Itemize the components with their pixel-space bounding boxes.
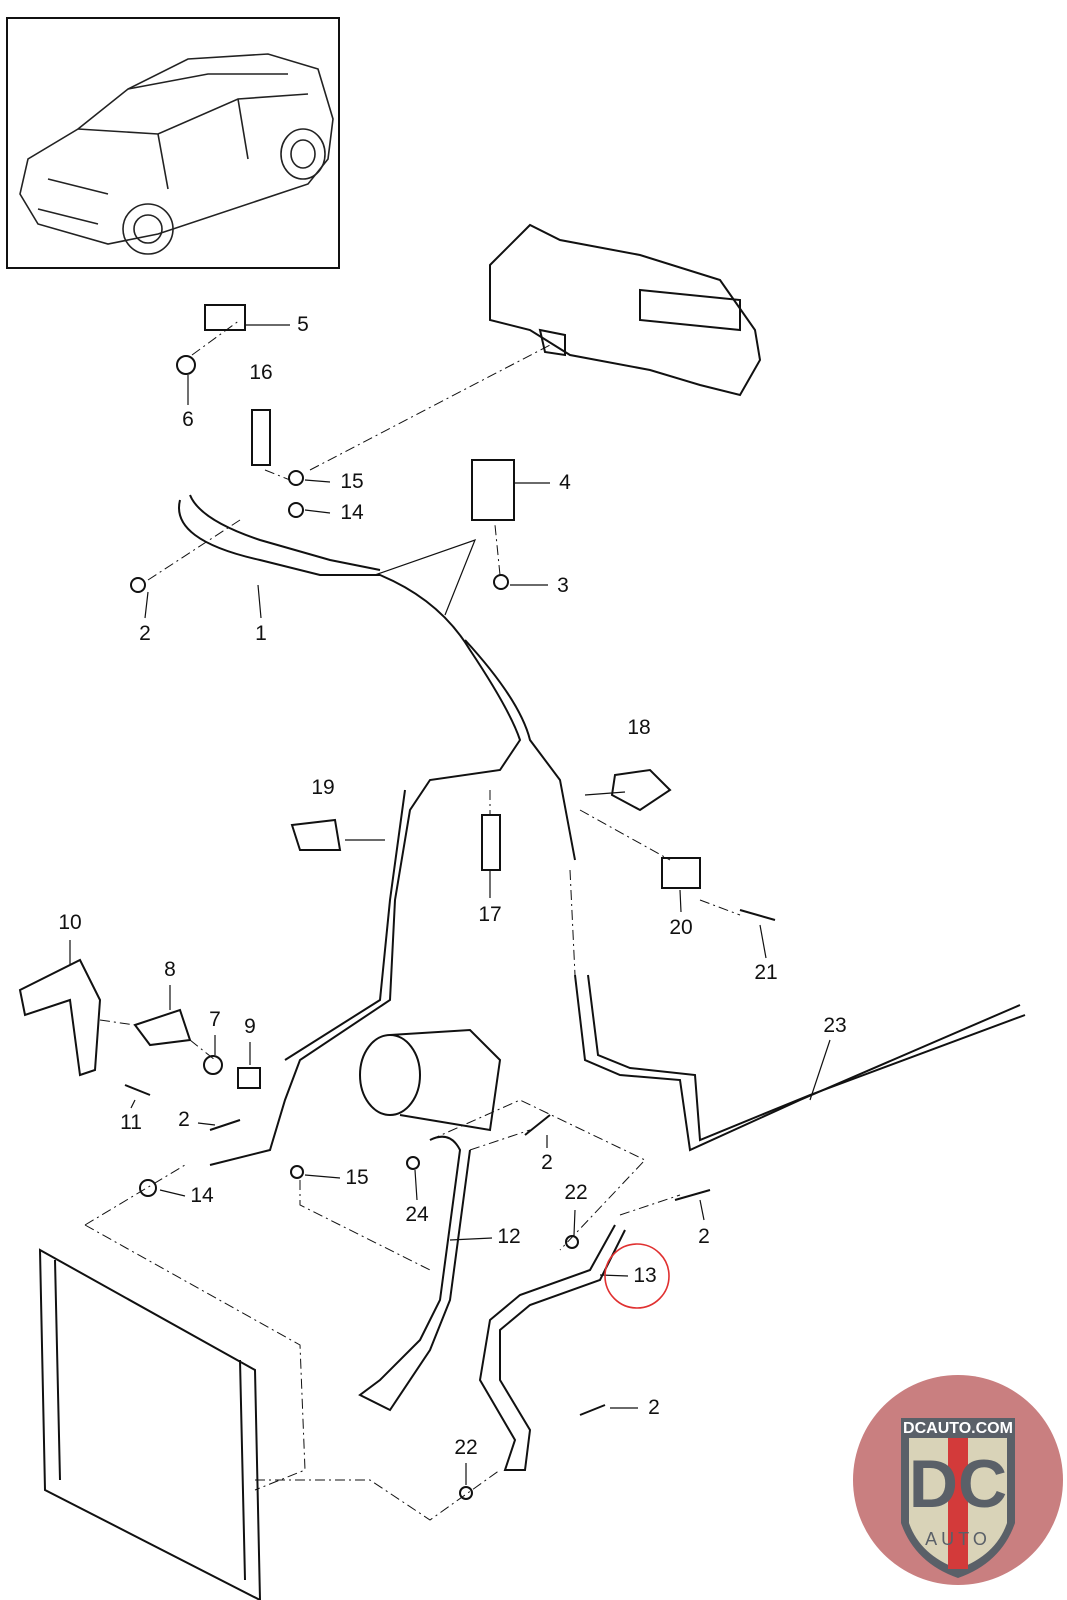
vehicle-inset	[6, 17, 340, 269]
svg-text:AUTO: AUTO	[925, 1529, 991, 1549]
compressor	[359, 1034, 421, 1116]
callout-label: 2	[648, 1396, 660, 1419]
vehicle-illustration	[19, 53, 334, 255]
svg-text:DC: DC	[909, 1446, 1007, 1522]
callout-label: 22	[454, 1436, 478, 1459]
callout-label: 18	[627, 716, 651, 739]
callout-label: 9	[244, 1015, 256, 1038]
callout-label: 23	[823, 1014, 847, 1037]
bracket-4	[471, 459, 515, 521]
hose-23	[574, 974, 1021, 1152]
callout-label: 22	[564, 1181, 588, 1204]
hose-1	[178, 499, 522, 1166]
clip-18	[610, 768, 672, 812]
clip-19	[290, 818, 342, 851]
callout-label: 14	[340, 501, 364, 524]
callout-label: 7	[209, 1008, 221, 1031]
bracket-8	[133, 1008, 192, 1047]
callout-label: 10	[58, 911, 82, 934]
callout-label: 8	[164, 958, 176, 981]
callout-label: 14	[190, 1184, 214, 1207]
hose-13	[478, 1224, 626, 1471]
callout-label: 2	[541, 1151, 553, 1174]
callout-label: 15	[340, 470, 364, 493]
callout-label: 15	[345, 1166, 369, 1189]
condenser	[38, 1248, 262, 1600]
bolt-21	[739, 909, 776, 921]
callout-label: 4	[559, 471, 571, 494]
callout-label: 1	[255, 622, 267, 645]
callout-label: 2	[698, 1225, 710, 1248]
callout-label: 3	[557, 574, 569, 597]
hose-12	[358, 1135, 471, 1412]
callout-label: 19	[311, 776, 335, 799]
svg-text:DCAUTO.COM: DCAUTO.COM	[903, 1420, 1013, 1437]
callout-label: 2	[178, 1108, 190, 1131]
bracket-17	[481, 814, 501, 871]
callout-label: 21	[754, 961, 778, 984]
callout-label: 13	[633, 1264, 657, 1287]
callout-label: 17	[478, 903, 502, 926]
pressure-switch-16	[251, 409, 271, 466]
callout-label: 6	[182, 408, 194, 431]
callout-label: 20	[669, 916, 693, 939]
callout-label: 16	[249, 361, 273, 384]
evaporator-housing	[489, 223, 762, 397]
callout-label: 11	[120, 1111, 142, 1134]
highlight-circle-13	[604, 1243, 670, 1309]
dcauto-logo: DCAUTO.COM DC AUTO	[851, 1373, 1065, 1587]
callout-label: 2	[139, 622, 151, 645]
callout-label: 12	[497, 1225, 521, 1248]
bracket-10	[18, 958, 102, 1077]
clip-20	[661, 857, 701, 889]
callout-label: 24	[405, 1203, 429, 1226]
bracket-5	[204, 304, 246, 331]
callout-label: 5	[297, 313, 309, 336]
